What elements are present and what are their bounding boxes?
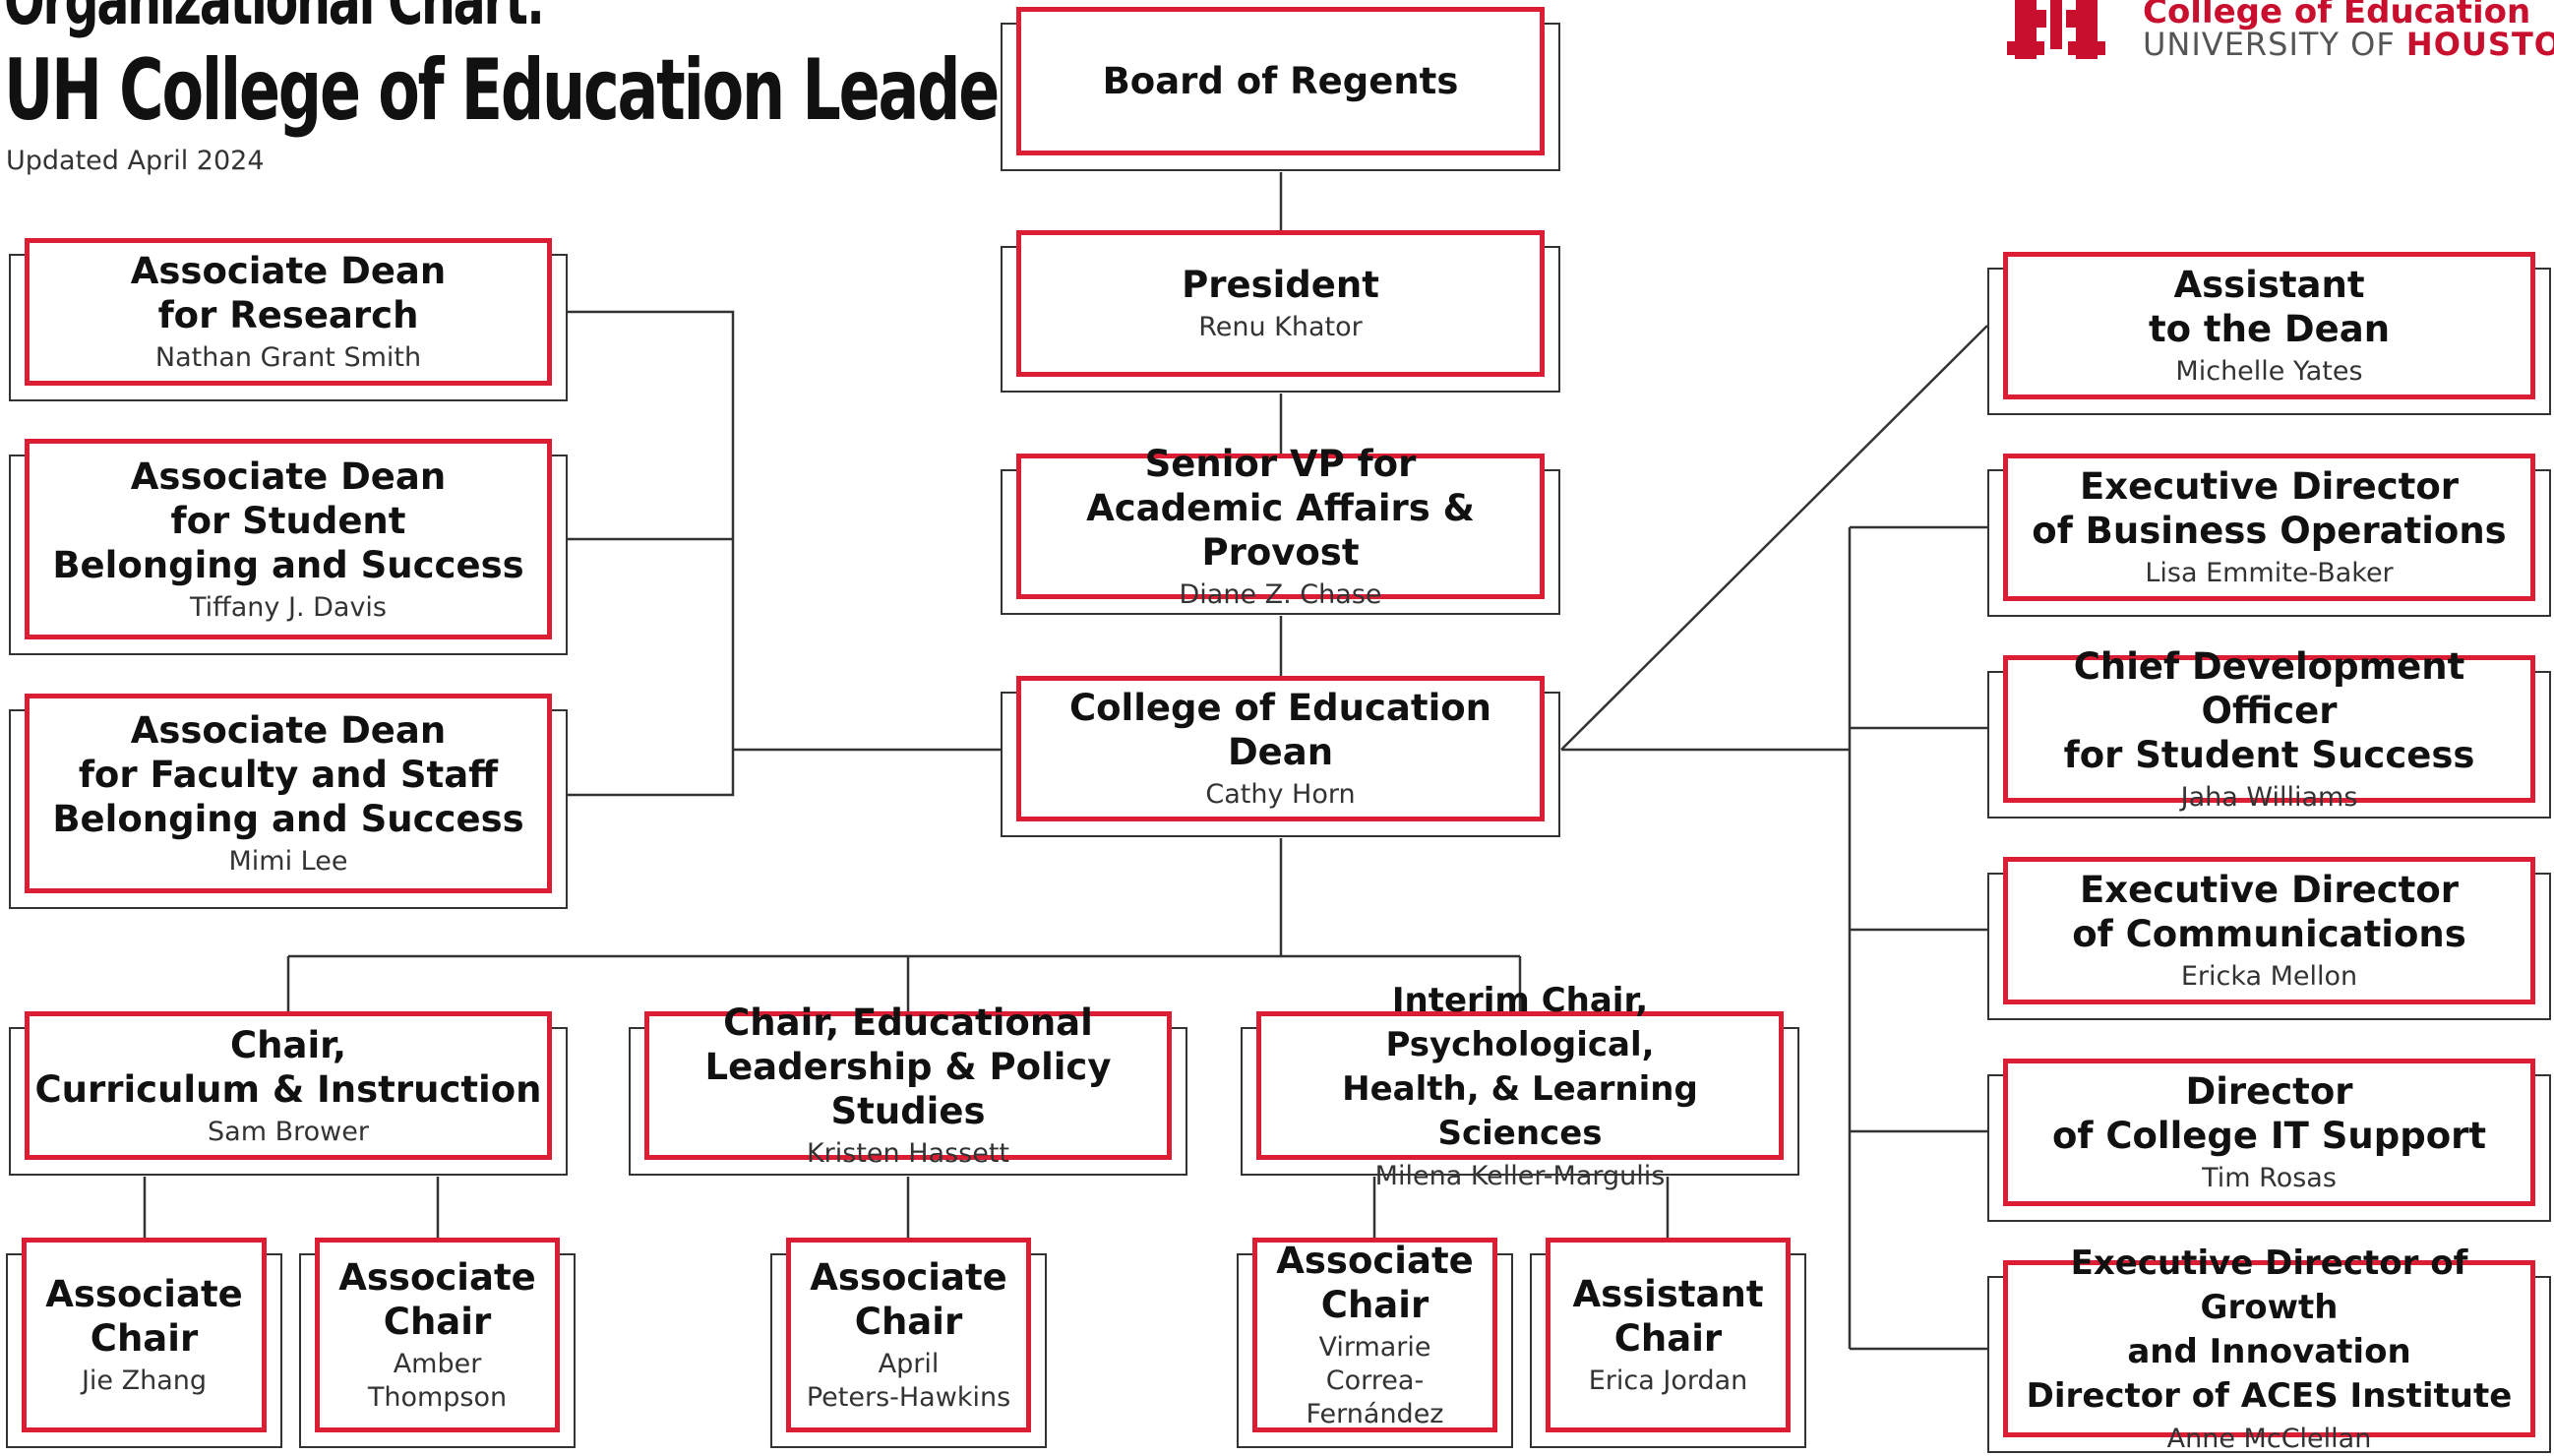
box-name: Lisa Emmite-Baker [2145, 558, 2394, 588]
box-name: Amber Thompson [367, 1349, 508, 1413]
box-title: Associate Chair [45, 1273, 243, 1360]
box-face: Chief Development Officer for Student Su… [2003, 645, 2535, 813]
box-face: Executive Director of Growth and Innovat… [2003, 1244, 2535, 1454]
box-title: Associate Chair [338, 1256, 536, 1343]
box-title: Executive Director of Growth and Innovat… [2026, 1244, 2513, 1416]
box-face: Associate Chair April Peters-Hawkins [786, 1238, 1031, 1432]
connector-dean-assistant [1560, 325, 1988, 751]
box-associate-chair-elps: Associate Chair April Peters-Hawkins [770, 1238, 1047, 1448]
box-title: President [1182, 264, 1379, 306]
box-name: Nathan Grant Smith [154, 342, 422, 373]
box-name: Diane Z. Chase [1179, 578, 1382, 610]
updated-date: Updated April 2024 [6, 146, 265, 176]
box-face: Chair, Educational Leadership & Policy S… [644, 1001, 1172, 1169]
box-chief-development-officer: Chief Development Officer for Student Su… [1987, 645, 2551, 819]
box-assistant-chair-phls: Assistant Chair Erica Jordan [1530, 1238, 1806, 1448]
box-face: Executive Director of Business Operation… [2003, 454, 2535, 601]
box-face: Senior VP for Academic Affairs & Provost… [1016, 443, 1545, 610]
box-face: Interim Chair, Psychological, Health, & … [1256, 981, 1784, 1191]
box-face: Assistant Chair Erica Jordan [1546, 1238, 1791, 1432]
box-title: Associate Dean for Research [130, 250, 447, 336]
box-title: Chief Development Officer for Student Su… [2063, 644, 2475, 776]
box-title: Associate Dean for Student Belonging and… [52, 455, 524, 586]
box-associate-dean-research: Associate Dean for Research Nathan Grant… [9, 238, 568, 401]
connector-associate-deans [552, 310, 735, 797]
box-name: Virmarie Correa-Fernández [1306, 1332, 1444, 1429]
box-face: Associate Chair Amber Thompson [315, 1238, 560, 1432]
box-name: April Peters-Hawkins [806, 1349, 1011, 1413]
box-face: Executive Director of Communications Eri… [2003, 857, 2535, 1004]
box-face: Assistant to the Dean Michelle Yates [2003, 252, 2535, 399]
box-name: Sam Brower [208, 1116, 369, 1147]
box-face: President Renu Khator [1016, 230, 1545, 377]
box-title: Associate Dean for Faculty and Staff Bel… [52, 709, 524, 840]
chart-title-line2: UH College of Education Leadership [4, 41, 1163, 140]
box-business-operations: Executive Director of Business Operation… [1987, 454, 2551, 617]
uh-logo-icon [2007, 0, 2105, 59]
box-name: Erica Jordan [1588, 1365, 1748, 1396]
box-title: Assistant Chair [1572, 1273, 1764, 1360]
box-associate-chair-phls: Associate Chair Virmarie Correa-Fernánde… [1237, 1238, 1513, 1448]
logo-college-name: College of Education [2143, 0, 2531, 31]
logo-university-prefix: UNIVERSITY OF [2143, 26, 2406, 63]
box-title: Executive Director of Communications [2072, 869, 2466, 955]
box-face: Chair, Curriculum & Instruction Sam Brow… [25, 1011, 552, 1160]
box-face: Associate Dean for Student Belonging and… [25, 439, 552, 639]
box-face: College of Education Dean Cathy Horn [1016, 676, 1545, 821]
box-title: Associate Chair [810, 1256, 1007, 1343]
box-president: President Renu Khator [1001, 230, 1560, 393]
box-associate-chair-ci-2: Associate Chair Amber Thompson [299, 1238, 576, 1448]
box-assistant-to-dean: Assistant to the Dean Michelle Yates [1987, 252, 2551, 415]
box-face: Board of Regents [1016, 7, 1545, 155]
box-board-of-regents: Board of Regents [1001, 7, 1560, 171]
box-interim-chair-phls: Interim Chair, Psychological, Health, & … [1241, 981, 1799, 1191]
logo-university: UNIVERSITY OF HOUSTON [2143, 26, 2554, 63]
box-name: Tiffany J. Davis [190, 591, 387, 623]
box-name: Cathy Horn [1205, 779, 1356, 810]
box-name: Kristen Hassett [806, 1138, 1010, 1169]
box-name: Jie Zhang [81, 1365, 208, 1396]
box-name: Milena Keller-Margulis [1374, 1160, 1666, 1191]
box-title: Chair, Curriculum & Instruction [34, 1023, 542, 1111]
box-name: Tim Rosas [2202, 1163, 2337, 1193]
box-name: Mimi Lee [228, 846, 348, 877]
box-provost: Senior VP for Academic Affairs & Provost… [1001, 443, 1560, 615]
box-name: Anne McClellan [2166, 1424, 2372, 1454]
box-name: Renu Khator [1198, 312, 1363, 342]
logo-houston: HOUSTON [2405, 26, 2554, 63]
box-communications: Executive Director of Communications Eri… [1987, 857, 2551, 1020]
box-name: Michelle Yates [2175, 356, 2363, 387]
box-title: Assistant to the Dean [2148, 264, 2391, 350]
box-title: Senior VP for Academic Affairs & Provost [1086, 442, 1475, 574]
box-face: Associate Chair Jie Zhang [22, 1238, 267, 1432]
box-title: Chair, Educational Leadership & Policy S… [704, 1001, 1112, 1132]
box-name: Jaha Williams [2180, 781, 2358, 813]
box-name: Ericka Mellon [2180, 961, 2358, 992]
chart-title-line1: Organizational Chart: [4, 0, 545, 40]
box-chair-curriculum-instruction: Chair, Curriculum & Instruction Sam Brow… [9, 1011, 568, 1176]
box-title: Executive Director of Business Operation… [2032, 465, 2507, 552]
box-title: Director of College IT Support [2051, 1070, 2487, 1157]
uh-coe-logo: College of Education UNIVERSITY OF HOUST… [1997, 0, 2554, 69]
box-dean: College of Education Dean Cathy Horn [1001, 676, 1560, 837]
box-title: Associate Chair [1276, 1240, 1474, 1326]
box-face: Associate Dean for Research Nathan Grant… [25, 238, 552, 386]
box-title: College of Education Dean [1068, 687, 1492, 773]
box-college-it-support: Director of College IT Support Tim Rosas [1987, 1059, 2551, 1222]
box-growth-innovation: Executive Director of Growth and Innovat… [1987, 1244, 2551, 1454]
box-face: Associate Chair Virmarie Correa-Fernánde… [1252, 1238, 1497, 1432]
box-face: Director of College IT Support Tim Rosas [2003, 1059, 2535, 1206]
box-chair-educational-leadership: Chair, Educational Leadership & Policy S… [629, 1001, 1187, 1176]
box-associate-chair-ci-1: Associate Chair Jie Zhang [6, 1238, 282, 1448]
box-title: Interim Chair, Psychological, Health, & … [1342, 980, 1698, 1153]
box-title: Board of Regents [1102, 60, 1459, 102]
box-associate-dean-student: Associate Dean for Student Belonging and… [9, 439, 568, 655]
box-face: Associate Dean for Faculty and Staff Bel… [25, 694, 552, 893]
box-associate-dean-faculty: Associate Dean for Faculty and Staff Bel… [9, 694, 568, 909]
